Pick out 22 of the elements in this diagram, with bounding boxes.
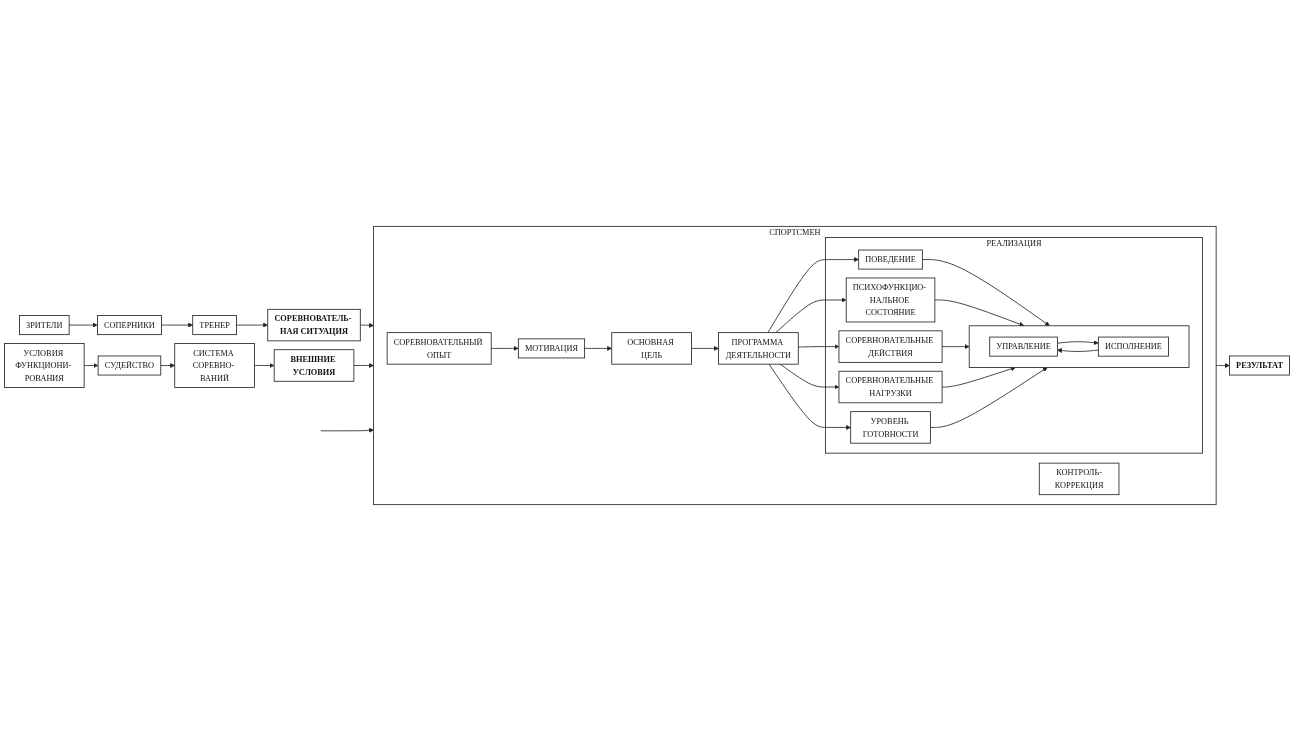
node-box: РЕЗУЛЬТАТ [1229,355,1290,376]
node-box: КОНТРОЛЬ-КОРРЕКЦИЯ [1038,462,1120,496]
node-box: СОРЕВНОВАТЕЛЬНЫЕ НАГРУЗКИ [838,370,943,404]
node-box: ПСИХОФУНКЦИО- НАЛЬНОЕ СОСТОЯНИЕ [845,277,936,323]
node-box: ОСНОВНАЯ ЦЕЛЬ [611,332,692,365]
node-box: ПРОГРАММА ДЕЯТЕЛЬНОСТИ [718,332,799,365]
node-box: СИСТЕМА СОРЕВНО- ВАНИЙ [174,343,255,388]
node-box: ЗРИТЕЛИ [19,315,70,336]
node-box: СОПЕРНИКИ [97,315,162,336]
node-box: УСЛОВИЯ ФУНКЦИОНИ- РОВАНИЯ [4,343,85,388]
node-box: СОРЕВНОВАТЕЛЬНЫЙ ОПЫТ [386,332,492,365]
node-box: СОРЕВНОВАТЕЛЬНЫЕ ДЕЙСТВИЯ [838,330,943,363]
cluster [968,325,1190,368]
node-box: УРОВЕНЬ ГОТОВНОСТИ [850,411,931,444]
node-box: ВНЕШНИЕ УСЛОВИЯ [273,349,355,382]
node-box: СОРЕВНОВАТЕЛЬ- НАЯ СИТУАЦИЯ [267,308,361,342]
node-box: СУДЕЙСТВО [97,355,162,376]
node-box: УПРАВЛЕНИЕ [989,336,1058,357]
node-box: ПОВЕДЕНИЕ [858,249,923,270]
node-box: ТРЕНЕР [192,315,237,336]
node-box: МОТИВАЦИЯ [517,338,586,359]
node-box: ИСПОЛНЕНИЕ [1097,336,1169,357]
